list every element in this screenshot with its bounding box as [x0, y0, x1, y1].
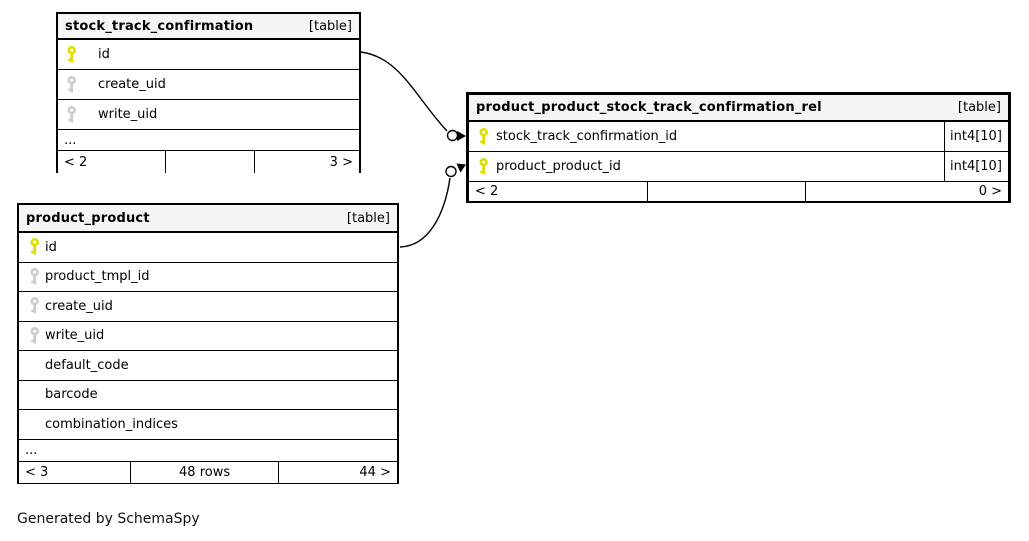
- column-row-create-uid[interactable]: create_uid: [19, 292, 397, 322]
- footer-children-count: < 2: [475, 184, 499, 199]
- zero-or-one-circle: [446, 129, 459, 142]
- column-name: stock_track_confirmation_id: [496, 129, 678, 144]
- column-row-id[interactable]: id: [19, 233, 397, 263]
- foreign-key-icon: [30, 267, 45, 286]
- table-name: product_product_stock_track_confirmation…: [476, 100, 822, 115]
- column-name: product_product_id: [496, 159, 621, 174]
- column-row-stock-track-confirmation-id[interactable]: stock_track_confirmation_id int4[10]: [469, 122, 1008, 152]
- column-row-create-uid[interactable]: create_uid: [58, 70, 359, 100]
- footer-parents-count: 44 >: [359, 464, 391, 480]
- column-row-write-uid[interactable]: write_uid: [19, 321, 397, 351]
- footer-rows-count: 48 rows: [130, 461, 280, 483]
- table-badge: [table]: [957, 100, 1001, 115]
- table-badge: [table]: [308, 18, 352, 34]
- relationship-stock-track-confirmation-id: [360, 51, 466, 142]
- column-name: id: [98, 47, 110, 62]
- table-badge: [table]: [346, 210, 390, 226]
- column-row-combination-indices[interactable]: combination_indices: [19, 410, 397, 440]
- relationship-product-product-id: [399, 163, 466, 248]
- column-row-product-tmpl-id[interactable]: product_tmpl_id: [19, 262, 397, 292]
- table-name: product_product: [26, 210, 150, 226]
- zero-or-one-circle: [445, 165, 457, 178]
- column-name: write_uid: [45, 328, 105, 344]
- table-name: stock_track_confirmation: [65, 18, 254, 34]
- column-name: product_tmpl_id: [45, 269, 150, 285]
- foreign-key-icon: [30, 326, 45, 345]
- primary-key-icon: [479, 157, 496, 176]
- table-header[interactable]: product_product [table]: [19, 205, 397, 233]
- more-columns-indicator: ...: [58, 130, 359, 151]
- column-row-write-uid[interactable]: write_uid: [58, 100, 359, 130]
- arrowhead-icon: [457, 131, 466, 141]
- footer-children-count: < 3: [25, 464, 49, 480]
- table-node-product-product-stock-track-confirmation-rel[interactable]: product_product_stock_track_confirmation…: [466, 92, 1011, 203]
- footer-parents-count: 3 >: [329, 154, 353, 170]
- column-row-default-code[interactable]: default_code: [19, 351, 397, 381]
- footer-rows-count: [164, 151, 255, 173]
- footer-parents-count: 0 >: [978, 184, 1002, 199]
- table-header[interactable]: stock_track_confirmation [table]: [58, 14, 359, 40]
- column-name: create_uid: [98, 77, 166, 92]
- column-row-id[interactable]: id: [58, 40, 359, 70]
- column-name: id: [45, 239, 57, 255]
- column-row-barcode[interactable]: barcode: [19, 380, 397, 410]
- footer-rows-count: [646, 182, 806, 201]
- column-name: write_uid: [98, 107, 158, 122]
- primary-key-icon: [30, 238, 45, 256]
- primary-key-icon: [67, 45, 98, 64]
- column-type: int4[10]: [944, 152, 1008, 181]
- table-footer: < 2 3 >: [58, 151, 359, 173]
- foreign-key-icon: [30, 297, 45, 315]
- primary-key-icon: [479, 127, 496, 146]
- column-row-product-product-id[interactable]: product_product_id int4[10]: [469, 152, 1008, 182]
- column-name: barcode: [45, 387, 98, 403]
- column-name: default_code: [45, 357, 129, 373]
- column-type: int4[10]: [944, 122, 1008, 151]
- more-columns-indicator: ...: [19, 439, 397, 462]
- column-name: create_uid: [45, 298, 113, 314]
- table-node-product-product[interactable]: product_product [table] id product_tmpl_…: [17, 203, 399, 484]
- table-footer: < 2 0 >: [469, 182, 1008, 201]
- arrowhead-icon: [456, 163, 466, 173]
- column-name: combination_indices: [45, 416, 178, 432]
- generated-by-credit: Generated by SchemaSpy: [17, 511, 200, 527]
- table-node-stock-track-confirmation[interactable]: stock_track_confirmation [table] id crea…: [56, 12, 361, 173]
- foreign-key-icon: [67, 75, 98, 94]
- footer-children-count: < 2: [64, 154, 88, 170]
- table-footer: < 3 48 rows 44 >: [19, 461, 397, 483]
- foreign-key-icon: [67, 105, 98, 124]
- table-header[interactable]: product_product_stock_track_confirmation…: [469, 95, 1008, 122]
